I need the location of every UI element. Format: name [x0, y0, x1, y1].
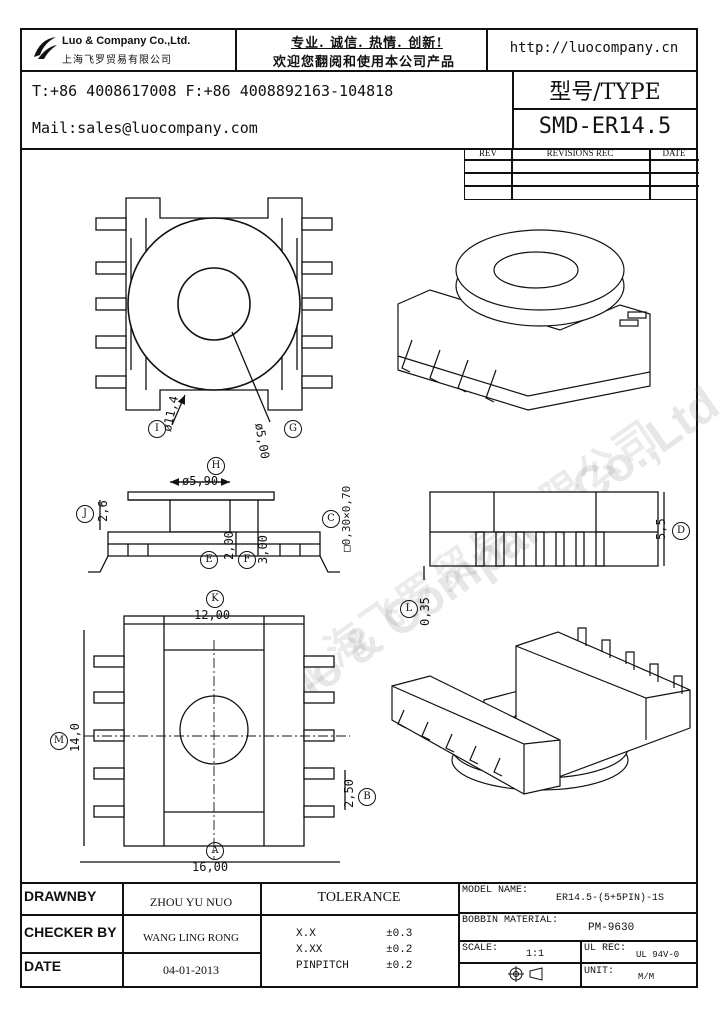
- revision-table: REV REVISIONS REC DATE: [464, 148, 699, 200]
- tol-xx-name: X.X: [296, 928, 316, 940]
- dim-A-value: 16,00: [192, 860, 229, 874]
- tb-div-1: [122, 882, 124, 988]
- date-value: 04-01-2013: [163, 963, 219, 977]
- tol-xx-value: ±0.3: [386, 928, 413, 940]
- projection-symbol-icon: [508, 966, 548, 982]
- tol-xxx-name: X.XX: [296, 944, 323, 956]
- bobbin-label: BOBBIN MATERIAL:: [462, 915, 559, 926]
- company-name-cn: 上海飞罗贸易有限公司: [62, 55, 172, 66]
- dim-E-value: 2,00: [222, 531, 236, 560]
- type-label: 型号/TYPE: [549, 80, 661, 105]
- tb-row-scale: [458, 962, 698, 964]
- dim-B-value: 2,50: [342, 779, 356, 808]
- dim-M-marker: M: [50, 732, 68, 750]
- revisions-col-header: REVISIONS REC: [546, 148, 614, 158]
- checker-value: WANG LING RONG: [143, 932, 239, 944]
- isometric-top-view: [397, 229, 651, 411]
- header-divider-1: [235, 28, 237, 70]
- dim-B-marker: B: [358, 788, 376, 806]
- dim-J-marker: J: [76, 505, 94, 523]
- tb-row-bobbin: [458, 940, 698, 942]
- dim-J-value: 2,6: [96, 500, 110, 522]
- tb-div-3: [458, 882, 460, 988]
- dim-L-marker: L: [400, 600, 418, 618]
- scale-value: 1:1: [526, 949, 545, 960]
- dim-K-value: 12,00: [194, 608, 231, 622]
- unit-label: UNIT:: [584, 966, 615, 977]
- dim-K-marker: K: [206, 590, 224, 608]
- tb-row-1-mid: [122, 914, 260, 916]
- title-block-top-line: [20, 882, 698, 884]
- type-mid-line: [512, 108, 698, 110]
- side-view: [88, 478, 340, 573]
- dim-A-marker: A: [206, 842, 224, 860]
- slogan-line2: 欢迎您翻阅和使用本公司产品: [272, 55, 455, 70]
- dim-G-marker: G: [284, 420, 302, 438]
- tol-pinpitch-value: ±0.2: [386, 960, 413, 972]
- checker-label: CHECKER BY: [24, 924, 117, 940]
- dim-C-value: □0,30×0,70: [340, 485, 353, 552]
- date-col-header: DATE: [662, 148, 686, 158]
- type-value: SMD-ER14.5: [538, 114, 672, 139]
- dim-H-value: ø5,90: [182, 474, 219, 488]
- unit-value: M/M: [638, 972, 655, 982]
- drawing-frame: [20, 28, 698, 988]
- dim-F-value: 3,00: [256, 535, 270, 564]
- dim-M-value: 14,0: [68, 723, 82, 752]
- top-view: [95, 197, 333, 426]
- website-link[interactable]: http://luocompany.cn: [509, 40, 679, 56]
- dim-D-value: 5,5: [654, 518, 668, 540]
- drawnby-label: DRAWNBY: [24, 888, 97, 904]
- tol-pinpitch-name: PINPITCH: [296, 960, 349, 972]
- header-divider-2: [486, 28, 488, 70]
- tb-div-2: [260, 882, 262, 988]
- end-view: [423, 491, 665, 580]
- phone-fax: T:+86 4008617008 F:+86 4008892163-104818: [32, 82, 394, 100]
- dim-F-marker: F: [238, 551, 256, 569]
- isometric-bottom-view: [391, 627, 691, 795]
- scale-label: SCALE:: [462, 943, 499, 954]
- company-name-en: Luo & Company Co.,Ltd.: [62, 35, 191, 47]
- drawnby-value: ZHOU YU NUO: [149, 895, 233, 909]
- model-value: ER14.5-(5+5PIN)-1S: [556, 893, 665, 904]
- tb-div-scale: [580, 940, 582, 988]
- tb-row-tol: [260, 914, 458, 916]
- dim-D-marker: D: [672, 522, 690, 540]
- dim-E-marker: E: [200, 551, 218, 569]
- model-label: MODEL NAME:: [462, 885, 529, 896]
- ul-value: UL 94V-0: [636, 950, 680, 960]
- dim-C-marker: C: [322, 510, 340, 528]
- company-logo-icon: [30, 33, 60, 63]
- tb-row-model: [458, 912, 698, 914]
- tb-row-1-left: [20, 914, 122, 916]
- ul-label: UL REC:: [584, 943, 627, 954]
- tolerance-label: TOLERANCE: [317, 890, 401, 905]
- date-label: DATE: [24, 958, 62, 974]
- dim-L-value: 0,35: [418, 597, 432, 626]
- dim-H-marker: H: [207, 457, 225, 475]
- header-bottom-line: [20, 70, 698, 72]
- rev-col-header: REV: [479, 148, 497, 158]
- bottom-view: [80, 615, 350, 863]
- tb-row-2-left: [20, 952, 260, 954]
- header-lower-line: [20, 148, 698, 150]
- slogan-line1: 专业. 诚信. 热情. 创新!: [291, 36, 443, 51]
- bobbin-value: PM-9630: [588, 922, 635, 934]
- email-address[interactable]: Mail:sales@luocompany.com: [32, 119, 258, 137]
- dim-I-marker: I: [148, 420, 166, 438]
- tol-xxx-value: ±0.2: [386, 944, 413, 956]
